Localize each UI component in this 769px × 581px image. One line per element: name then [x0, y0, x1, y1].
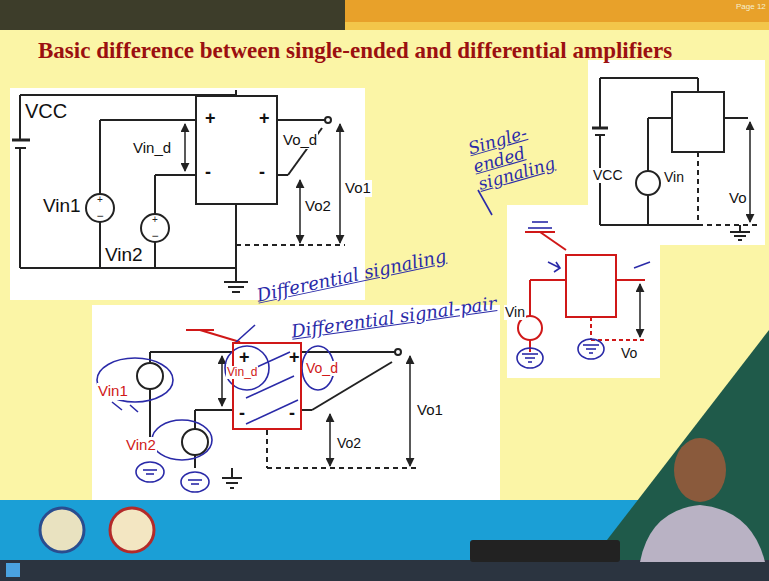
- terminal-sign: -: [205, 163, 211, 181]
- svg-text:−: −: [151, 229, 158, 243]
- signal-label: Vo_d: [282, 132, 318, 149]
- signal-label: Vo1: [344, 180, 372, 197]
- source-label: Vin: [663, 170, 685, 185]
- source-label: Vin: [504, 305, 526, 320]
- supply-label: VCC: [592, 168, 624, 183]
- source-label: Vin2: [104, 245, 144, 266]
- page-number: Page 12: [736, 3, 766, 12]
- source-label: Vin1: [97, 383, 129, 400]
- signal-label: Vo: [620, 346, 638, 361]
- signal-label: Vo_d: [305, 361, 339, 376]
- handwritten-note: Single-ended signaling: [466, 115, 568, 194]
- svg-text:+: +: [152, 214, 158, 225]
- slide-title: Basic difference between single-ended an…: [38, 38, 672, 63]
- supply-label: VCC: [24, 100, 68, 122]
- signal-label: Vo: [728, 190, 748, 207]
- terminal-sign: +: [205, 109, 216, 127]
- svg-text:+: +: [97, 194, 103, 205]
- signal-label: Vin_d: [226, 366, 258, 379]
- terminal-sign: +: [289, 348, 300, 366]
- signal-label: Vo1: [416, 402, 444, 419]
- signal-label: Vo2: [336, 436, 362, 451]
- signal-label: Vin_d: [132, 140, 172, 157]
- source-label: Vin1: [42, 196, 82, 217]
- source-label: Vin2: [125, 437, 157, 454]
- amplifier-box: + - + -: [195, 95, 278, 205]
- signal-label: Vo2: [304, 198, 332, 215]
- terminal-sign: +: [239, 348, 250, 366]
- terminal-sign: -: [239, 404, 245, 422]
- terminal-sign: -: [259, 163, 265, 181]
- terminal-sign: +: [259, 109, 270, 127]
- terminal-sign: -: [289, 404, 295, 422]
- amplifier-box: + - + -: [232, 342, 302, 430]
- svg-text:−: −: [96, 209, 103, 223]
